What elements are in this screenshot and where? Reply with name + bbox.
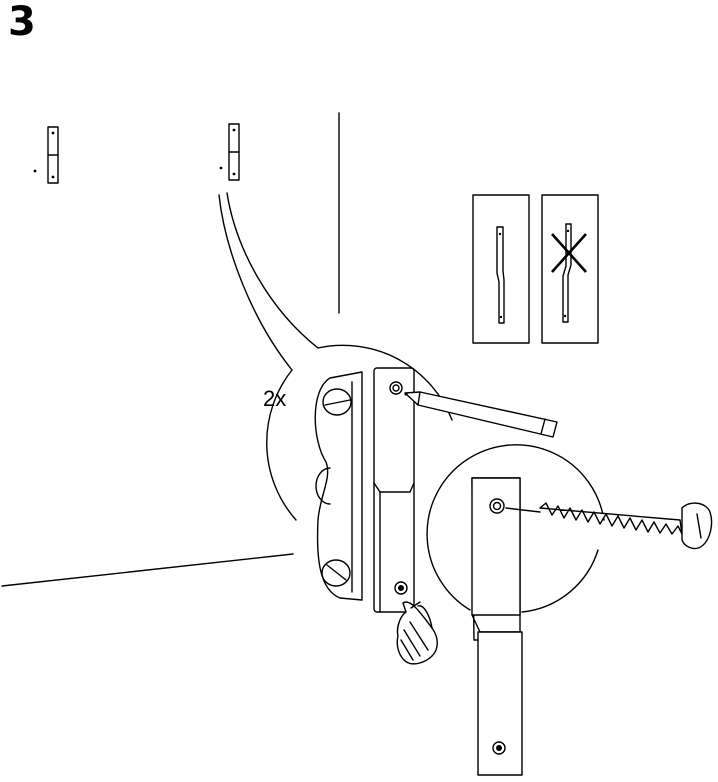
- large-bracket: [373, 367, 415, 613]
- wall-bracket-right: [219, 123, 240, 181]
- hand-pointing-icon: [396, 601, 438, 665]
- callout-line: [218, 194, 293, 371]
- step-number: 3: [8, 0, 36, 45]
- bracket-wrong-icon: [541, 194, 599, 344]
- detail-circle-outline: [521, 549, 599, 613]
- callout-line: [226, 192, 319, 349]
- screw-bracket: [471, 477, 523, 776]
- wall-bracket-left: [33, 126, 59, 184]
- cabinet-side-panel: [314, 371, 363, 601]
- screw-icon: [505, 502, 713, 550]
- detail-circle-outline: [266, 369, 297, 521]
- bracket-correct-icon: [472, 194, 530, 344]
- quantity-label: 2x: [263, 386, 287, 411]
- floor-line: [1, 553, 294, 587]
- pencil-icon: [404, 391, 558, 438]
- detail-circle-outline: [426, 444, 605, 611]
